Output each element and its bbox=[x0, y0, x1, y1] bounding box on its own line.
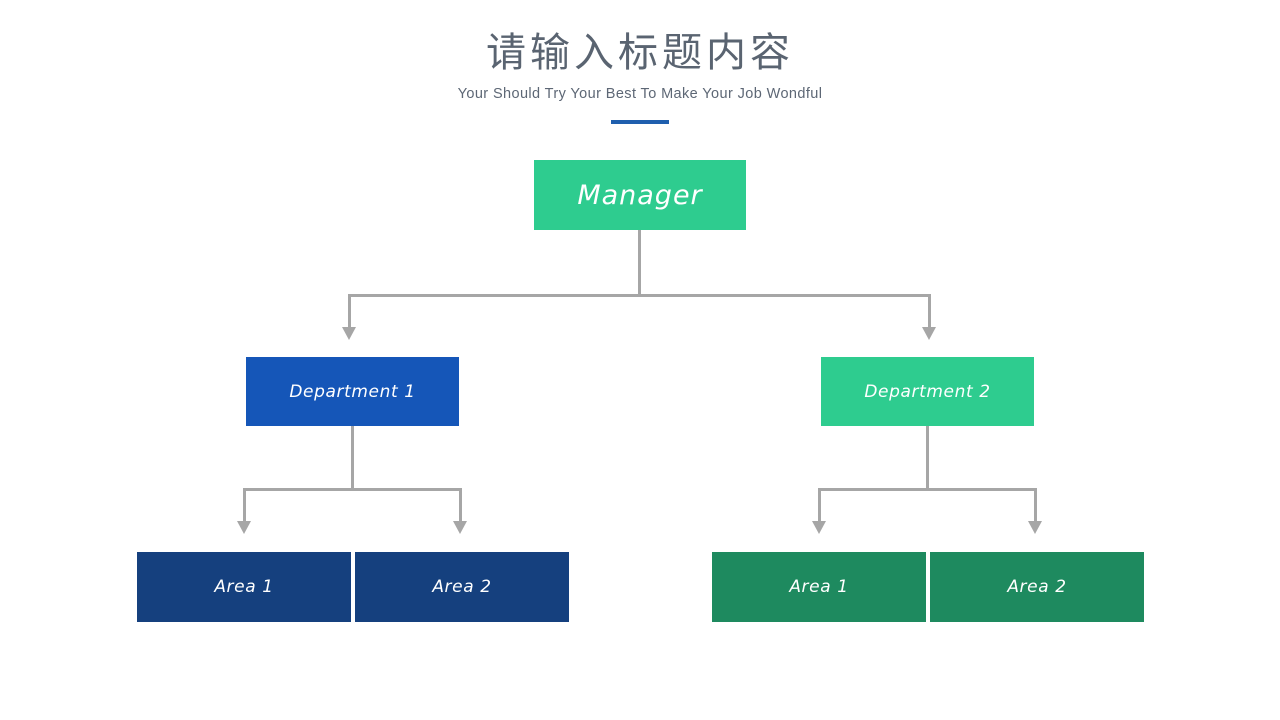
node-manager[interactable]: Manager bbox=[534, 160, 746, 230]
node-left-area-2[interactable]: Area 2 bbox=[355, 552, 569, 622]
connector-manager-to-department-2 bbox=[928, 294, 931, 329]
connector-department-2-to-right-area-1 bbox=[818, 488, 821, 523]
arrow-down-icon-department-2 bbox=[922, 327, 936, 340]
connector-department-2-stem bbox=[926, 426, 929, 490]
connector-department-1-crossbar bbox=[243, 488, 462, 491]
connector-manager-crossbar bbox=[348, 294, 931, 297]
arrow-down-icon-left-area-2 bbox=[453, 521, 467, 534]
node-left-area-1[interactable]: Area 1 bbox=[137, 552, 351, 622]
connector-department-1-to-left-area-1 bbox=[243, 488, 246, 523]
arrow-down-icon-left-area-1 bbox=[237, 521, 251, 534]
node-right-area-1[interactable]: Area 1 bbox=[712, 552, 926, 622]
connector-department-2-crossbar bbox=[818, 488, 1037, 491]
connector-department-2-to-right-area-2 bbox=[1034, 488, 1037, 523]
arrow-down-icon-department-1 bbox=[342, 327, 356, 340]
node-department-2[interactable]: Department 2 bbox=[821, 357, 1034, 426]
node-department-1[interactable]: Department 1 bbox=[246, 357, 459, 426]
connector-department-1-to-left-area-2 bbox=[459, 488, 462, 523]
title-accent-bar bbox=[611, 120, 669, 124]
node-right-area-2[interactable]: Area 2 bbox=[930, 552, 1144, 622]
page-subtitle: Your Should Try Your Best To Make Your J… bbox=[457, 86, 823, 102]
connector-manager-stem bbox=[638, 230, 641, 296]
connector-department-1-stem bbox=[351, 426, 354, 490]
arrow-down-icon-right-area-1 bbox=[812, 521, 826, 534]
connector-manager-to-department-1 bbox=[348, 294, 351, 329]
page-title: 请输入标题内容 bbox=[486, 31, 794, 75]
arrow-down-icon-right-area-2 bbox=[1028, 521, 1042, 534]
slide-header: 请输入标题内容 Your Should Try Your Best To Mak… bbox=[0, 0, 1280, 102]
